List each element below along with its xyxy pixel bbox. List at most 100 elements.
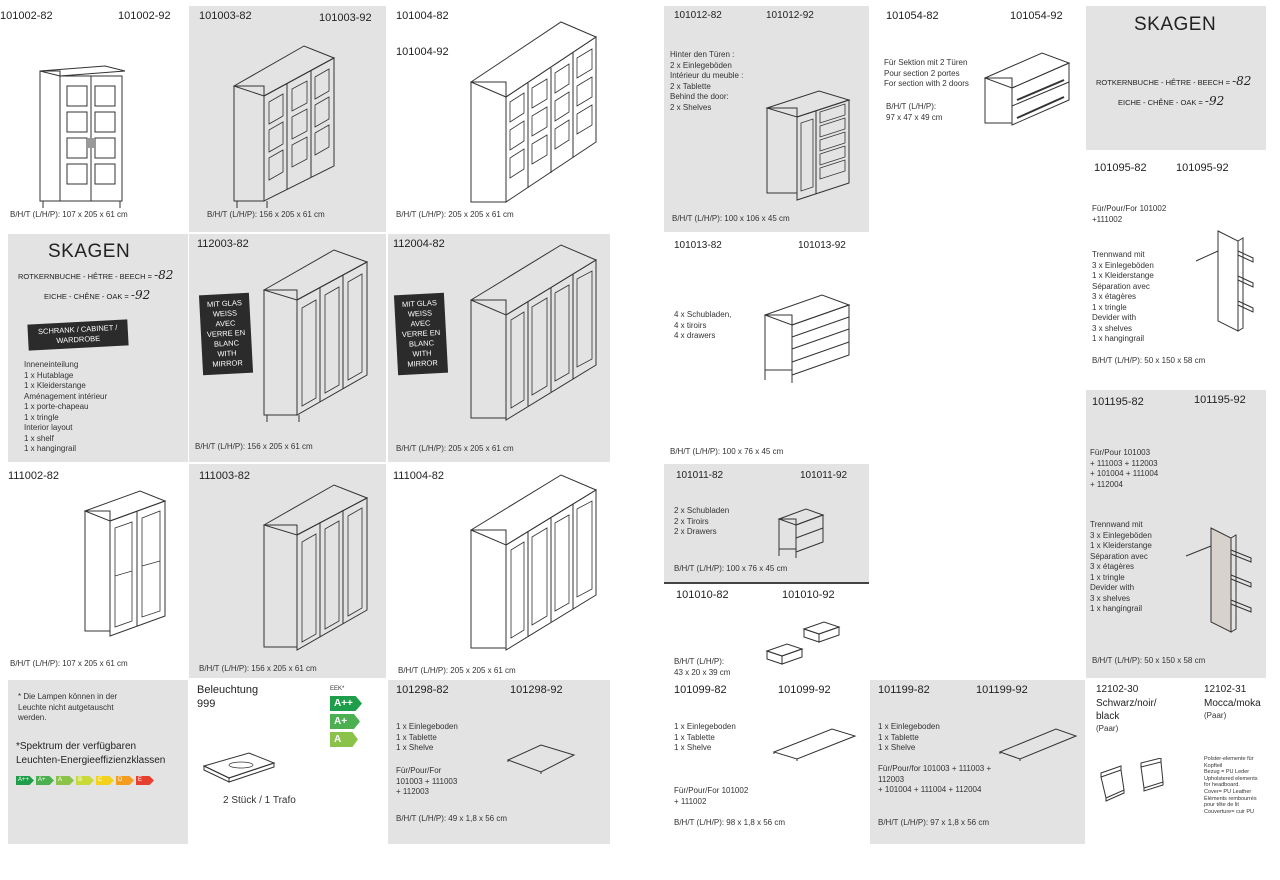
lighting-code: 999 [197, 698, 216, 710]
upholstery-note: Polster-elemente für Kopfteil Bezug = PU… [1204, 756, 1258, 815]
shelf-drawing [772, 724, 857, 764]
compat-text: Für/Pour 101003 + 111003 + 112003 + 1010… [1090, 448, 1159, 489]
product-code: 111004-82 [393, 470, 444, 482]
product-code: 111002-82 [8, 470, 59, 482]
variant-oak: EICHE - CHÊNE - OAK = -92 [1118, 94, 1225, 108]
dimensions: B/H/T (L/H/P): 49 x 1,8 x 56 cm [396, 814, 507, 823]
energy-mini-a1: A+ [36, 776, 54, 785]
product-code-alt: 101002-92 [118, 10, 171, 22]
product-code-alt: 101012-92 [766, 10, 814, 21]
divider-text: Trennwand mit 3 x Einlegeböden 1 x Kleid… [1092, 250, 1154, 343]
product-code: 101012-82 [674, 10, 722, 21]
product-101054: 101054-82 101054-92 Für Sektion mit 2 Tü… [870, 6, 1085, 232]
color-mocca: Mocca/moka [1204, 698, 1261, 709]
variant-beech: ROTKERNBUCHE - HÊTRE - BEECH = -82 [18, 268, 174, 282]
brand-title: SKAGEN [1134, 14, 1217, 35]
drawers-text: 4 x Schubladen, 4 x tiroirs 4 x drawers [674, 310, 732, 340]
product-111003: 111003-82 B/H/T (L/H/P): 156 x 205 x 61 … [189, 464, 386, 678]
dimensions: B/H/T (L/H/P): 50 x 150 x 58 cm [1092, 356, 1206, 365]
lighting-count: 2 Stück / 1 Trafo [223, 795, 296, 806]
energy-mini-e: E [136, 776, 154, 785]
boxes-drawing [764, 619, 844, 669]
energy-mini-b: B [76, 776, 94, 785]
interior-layout-text: Inneneinteilung 1 x Hutablage 1 x Kleide… [24, 360, 108, 453]
drawer-unit-drawing [982, 48, 1072, 128]
product-101199: 101199-82 101199-92 1 x Einlegeboden 1 x… [870, 680, 1085, 844]
compat-text: Für/Pour/For 101003 + 111003 + 112003 [396, 766, 458, 796]
product-101298: 101298-82 101298-92 1 x Einlegeboden 1 x… [388, 680, 610, 844]
product-112004: 112004-82 MIT GLAS WEISS AVEC VERRE EN B… [388, 234, 610, 462]
shelf-drawing [998, 724, 1078, 764]
shelf-text: 1 x Einlegeboden 1 x Tablette 1 x Shelve [878, 722, 940, 752]
eek-label: EEK* [330, 686, 345, 692]
product-code-alt: 101003-92 [319, 12, 372, 24]
variant-beech: ROTKERNBUCHE - HÊTRE - BEECH = -82 [1096, 74, 1252, 88]
product-101099: 101099-82 101099-92 1 x Einlegeboden 1 x… [664, 680, 869, 844]
wardrobe-2-door-drawing [35, 46, 135, 211]
shelf-drawing [506, 740, 576, 780]
lighting-title: Beleuchtung [197, 684, 259, 696]
wardrobe-glass-4-door-drawing [466, 240, 601, 430]
dimensions: B/H/T (L/H/P): 98 x 1,8 x 56 cm [674, 818, 785, 827]
product-code: 101195-82 [1092, 396, 1144, 408]
dimensions: B/H/T (L/H/P): 156 x 205 x 61 cm [195, 442, 313, 451]
wardrobe-4-door-panel-drawing [466, 470, 601, 660]
product-code: 101010-82 [676, 589, 729, 601]
dimensions: B/H/T (L/H/P): 100 x 106 x 45 cm [672, 214, 790, 223]
product-101004: 101004-82 101004-92 B/H/T (L/H/P): 205 x… [388, 6, 610, 232]
lamp-note: * Die Lampen können in der Leuchte nicht… [18, 692, 118, 722]
energy-mini-d: D [116, 776, 134, 785]
energy-class-a: A [330, 732, 358, 747]
spectrum-note: *Spektrum der verfügbaren Leuchten-Energ… [16, 741, 166, 766]
product-code: 12102-30 [1096, 684, 1139, 695]
dimensions: B/H/T (L/H/P): 97 x 47 x 49 cm [886, 102, 943, 122]
lighting-note-panel: * Die Lampen können in der Leuchte nicht… [8, 680, 188, 844]
product-101012: 101012-82 101012-92 Hinter den Türen : 2… [664, 6, 869, 232]
product-code: 112004-82 [393, 238, 445, 250]
product-code: 101013-82 [674, 240, 722, 251]
product-code-alt: 101195-92 [1194, 394, 1246, 406]
highboard-drawing [764, 88, 852, 203]
product-code: 101002-82 [0, 10, 53, 22]
product-code-alt: 101095-92 [1176, 162, 1229, 174]
product-code: 101099-82 [674, 684, 727, 696]
color-black: Schwarz/noir/ black [1096, 698, 1157, 722]
nightstand-drawing [776, 504, 826, 559]
skagen-info-panel: SKAGEN ROTKERNBUCHE - HÊTRE - BEECH = -8… [8, 234, 188, 462]
compat-text: Für/Pour/For 101002 +111002 [1092, 204, 1167, 224]
glass-badge: MIT GLAS WEISS AVEC VERRE EN BLANC WITH … [198, 292, 254, 376]
product-101010: 101010-82 101010-92 B/H/T (L/H/P): 43 x … [664, 585, 869, 678]
divider-text: Trennwand mit 3 x Einlegeböden 1 x Kleid… [1090, 520, 1152, 613]
interior-text: Hinter den Türen : 2 x Einlegeböden Inté… [670, 50, 744, 112]
product-101011: 101011-82 101011-92 2 x Schubladen 2 x T… [664, 464, 869, 582]
product-code-alt: 101054-92 [1010, 10, 1063, 22]
section-divider [664, 582, 869, 584]
compat-text: Für/Pour/For 101002 + 111002 [674, 786, 749, 806]
product-code-alt: 101298-92 [510, 684, 563, 696]
product-code: 101199-82 [878, 684, 930, 696]
dimensions: B/H/T (L/H/P): 205 x 205 x 61 cm [398, 666, 516, 675]
product-code-alt: 101099-92 [778, 684, 831, 696]
shelf-text: 1 x Einlegeboden 1 x Tablette 1 x Shelve [396, 722, 458, 752]
dimensions: B/H/T (L/H/P): 205 x 205 x 61 cm [396, 444, 514, 453]
dimensions: B/H/T (L/H/P): 107 x 205 x 61 cm [10, 659, 128, 668]
product-101002: 101002-82 101002-92 B/H/T (L/H/P): 107 x… [0, 6, 188, 232]
product-code: 112003-82 [197, 238, 249, 250]
variant-oak: EICHE - CHÊNE - OAK = -92 [44, 288, 151, 302]
section-text: Für Sektion mit 2 Türen Pour section 2 p… [884, 58, 969, 88]
product-code: 101004-82 [396, 10, 449, 22]
product-code-alt: 101013-92 [798, 240, 846, 251]
compat-text: Für/Pour/for 101003 + 111003 + 112003 + … [878, 764, 992, 794]
pair-label: (Paar) [1096, 724, 1119, 733]
product-12102: 12102-30 Schwarz/noir/ black (Paar) 1210… [1086, 680, 1266, 844]
dimensions: B/H/T (L/H/P): 97 x 1,8 x 56 cm [878, 818, 989, 827]
product-101013: 101013-82 101013-92 4 x Schubladen, 4 x … [664, 234, 869, 462]
headboard-pads-drawing [1096, 758, 1176, 808]
dimensions: B/H/T (L/H/P): 156 x 205 x 61 cm [199, 664, 317, 673]
dimensions: B/H/T (L/H/P): 100 x 76 x 45 cm [674, 564, 788, 573]
energy-mini-c: C [96, 776, 114, 785]
product-112003: 112003-82 MIT GLAS WEISS AVEC VERRE EN B… [189, 234, 386, 462]
drawers-text: 2 x Schubladen 2 x Tiroirs 2 x Drawers [674, 506, 730, 536]
wardrobe-3-door-drawing [229, 36, 349, 211]
product-code: 101298-82 [396, 684, 449, 696]
